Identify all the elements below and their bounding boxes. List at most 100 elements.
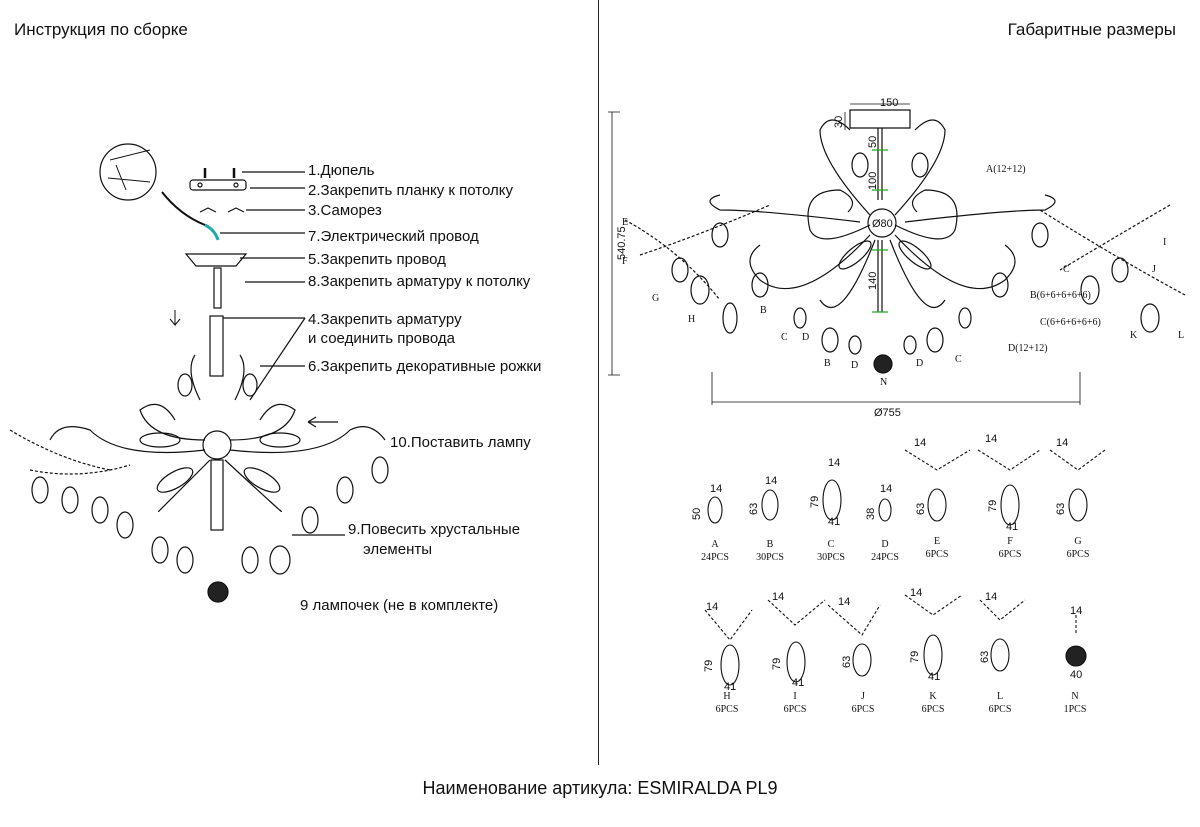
svg-text:14: 14 <box>880 483 892 495</box>
dim-segment-2: 100 <box>867 172 879 190</box>
part-e-shape <box>927 488 947 522</box>
svg-text:14: 14 <box>985 433 997 445</box>
svg-text:41: 41 <box>792 677 804 689</box>
svg-text:79: 79 <box>809 496 821 508</box>
step-1-label: 1.Дюпель <box>308 162 375 179</box>
article-name: Наименование артикула: ESMIRALDA PL9 <box>422 778 778 798</box>
callout-c-4: C <box>1063 264 1070 275</box>
callout-j: J <box>1152 264 1156 275</box>
callout-d-4: D <box>916 358 923 369</box>
callout-l: L <box>1178 330 1184 341</box>
dimensions-title: Габаритные размеры <box>1007 20 1176 39</box>
dim-segment-1: 50 <box>867 136 879 148</box>
assembly-diagram <box>9 143 389 603</box>
callout-f: F <box>622 256 628 267</box>
svg-text:14: 14 <box>914 437 926 449</box>
part-i-shape <box>786 641 806 683</box>
crystal-drops <box>31 373 389 575</box>
svg-text:63: 63 <box>748 503 760 515</box>
svg-text:14: 14 <box>706 601 718 613</box>
step-8-label: 8.Закрепить арматуру к потолку <box>308 273 531 290</box>
step-7-label: 7.Электрический провод <box>308 228 479 245</box>
lamp-note: 9 лампочек (не в комплекте) <box>300 597 499 614</box>
callout-g: G <box>652 293 659 304</box>
canopy-icon <box>184 253 248 267</box>
dim-center-diameter: Ø80 <box>872 218 893 230</box>
part-c-shape <box>822 479 842 521</box>
svg-text:63: 63 <box>1055 503 1067 515</box>
svg-text:79: 79 <box>909 651 921 663</box>
screw-icon <box>199 207 245 213</box>
callout-d: D(12+12) <box>1008 343 1048 354</box>
part-a-shape <box>707 496 723 524</box>
part-h-shape <box>720 644 740 686</box>
callout-i: I <box>1163 237 1166 248</box>
diagram-ball-pendant <box>873 354 893 374</box>
ceiling-plate <box>849 109 911 129</box>
part-d-shape <box>878 498 892 522</box>
ball-pendant-icon <box>207 581 229 603</box>
callout-n: N <box>880 377 887 388</box>
dimensions-diagram: 150 30 50 100 140 Ø80 540.75 Ø755 A(12+1… <box>608 97 1186 419</box>
svg-text:38: 38 <box>865 508 877 520</box>
callout-d-2: D <box>802 332 809 343</box>
svg-text:14: 14 <box>910 587 922 599</box>
callout-h: H <box>688 314 695 325</box>
svg-text:63: 63 <box>841 656 853 668</box>
diagram-crystals <box>671 152 1160 355</box>
svg-text:41: 41 <box>928 671 940 683</box>
page-divider <box>598 0 599 765</box>
dim-total-height: 540.75 <box>616 226 628 260</box>
center-hub-icon <box>202 430 232 460</box>
part-j-shape <box>852 643 872 677</box>
callout-c-3: C <box>955 354 962 365</box>
svg-text:14: 14 <box>772 591 784 603</box>
dim-top-width: 150 <box>880 97 898 109</box>
svg-text:14: 14 <box>828 457 840 469</box>
svg-text:14: 14 <box>1056 437 1068 449</box>
svg-text:50: 50 <box>691 508 703 520</box>
part-l-shape <box>990 638 1010 672</box>
step-9-label: 9.Повесить хрустальные <box>348 521 521 538</box>
center-hub <box>867 208 897 238</box>
step-6-label: 6.Закрепить декоративные рожки <box>308 358 542 375</box>
svg-text:14: 14 <box>985 591 997 603</box>
callout-c: C(6+6+6+6+6) <box>1040 317 1101 328</box>
callout-e: E <box>622 217 628 228</box>
svg-text:41: 41 <box>1006 521 1018 533</box>
callout-b-3: B <box>824 358 831 369</box>
svg-text:14: 14 <box>838 596 850 608</box>
dim-segment-3: 140 <box>867 272 879 290</box>
step-3-label: 3.Саморез <box>308 202 382 219</box>
mounting-plate-icon <box>189 179 247 191</box>
dowel-icon <box>203 168 236 178</box>
step-2-label: 2.Закрепить планку к потолку <box>308 182 513 199</box>
ceiling-detail-inset <box>99 143 157 201</box>
callout-b: B(6+6+6+6+6) <box>1030 290 1091 301</box>
step-4-label-cont: и соединить провода <box>308 330 455 347</box>
callout-d-3: D <box>851 360 858 371</box>
part-n-shape <box>1065 645 1087 667</box>
svg-text:79: 79 <box>703 660 715 672</box>
step-5-label: 5.Закрепить провод <box>308 251 446 268</box>
callout-a: A(12+12) <box>986 164 1026 175</box>
svg-text:14: 14 <box>710 483 722 495</box>
part-b-shape <box>761 489 779 521</box>
part-k-shape <box>923 634 943 676</box>
svg-text:41: 41 <box>724 681 736 693</box>
svg-text:40: 40 <box>1070 669 1082 681</box>
